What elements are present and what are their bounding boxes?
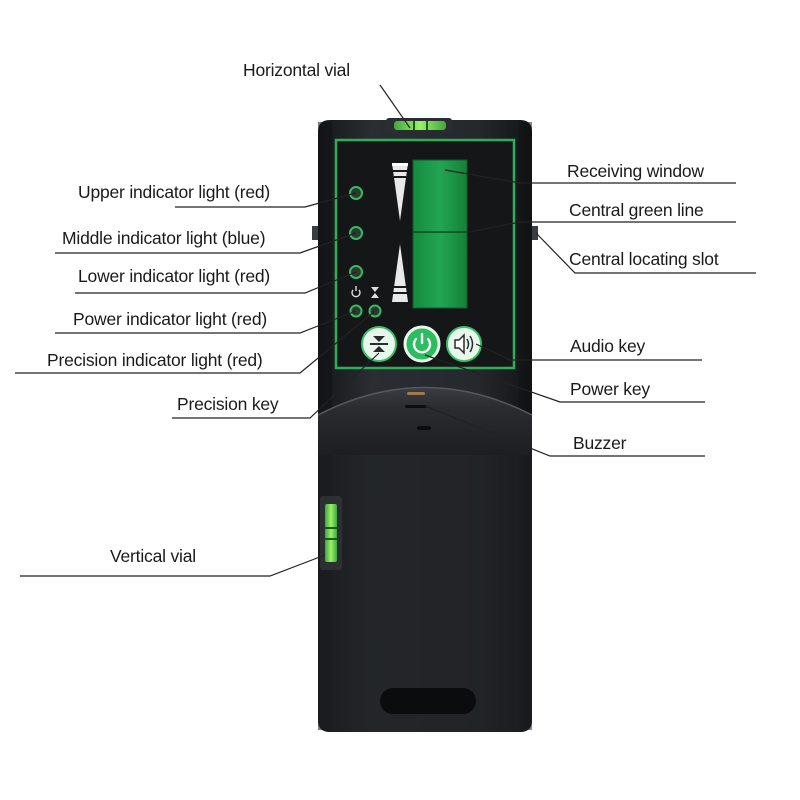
- central-locating-slot-left: [312, 226, 318, 240]
- speaker-icon: [454, 333, 474, 355]
- central-locating-slot: [532, 226, 538, 240]
- label-power-indicator: Power indicator light (red): [73, 309, 267, 329]
- label-middle-indicator: Middle indicator light (blue): [62, 228, 266, 248]
- power-icon: [412, 332, 432, 354]
- label-central-green-line: Central green line: [569, 200, 704, 220]
- precision-symbol-icon: [371, 287, 379, 298]
- buzzer: [405, 405, 427, 408]
- audio-button: [446, 326, 482, 362]
- power-button: [403, 325, 441, 363]
- label-vertical-vial: Vertical vial: [110, 546, 196, 566]
- leader-lines: [15, 84, 756, 577]
- label-horizontal-vial: Horizontal vial: [243, 60, 350, 80]
- horizontal-vial: [386, 118, 452, 132]
- label-power-key: Power key: [570, 379, 650, 399]
- power-symbol-icon: [351, 286, 361, 298]
- label-precision-indicator: Precision indicator light (red): [47, 350, 263, 370]
- label-audio-key: Audio key: [570, 336, 646, 356]
- vertical-vial: [320, 496, 342, 570]
- label-receiving-window: Receiving window: [567, 161, 704, 181]
- precision-button: [361, 326, 397, 362]
- precision-icon: [370, 336, 388, 352]
- level-arrows: [392, 163, 408, 302]
- label-precision-key: Precision key: [177, 394, 279, 414]
- label-upper-indicator: Upper indicator light (red): [78, 182, 271, 202]
- buzzer-slot: [407, 392, 425, 395]
- handle-slot: [380, 688, 476, 714]
- label-central-locating-slot: Central locating slot: [569, 249, 719, 269]
- buzzer-hood: [317, 386, 533, 455]
- label-buzzer: Buzzer: [573, 433, 627, 453]
- label-lower-indicator: Lower indicator light (red): [78, 266, 271, 286]
- receiving-window: [412, 159, 468, 309]
